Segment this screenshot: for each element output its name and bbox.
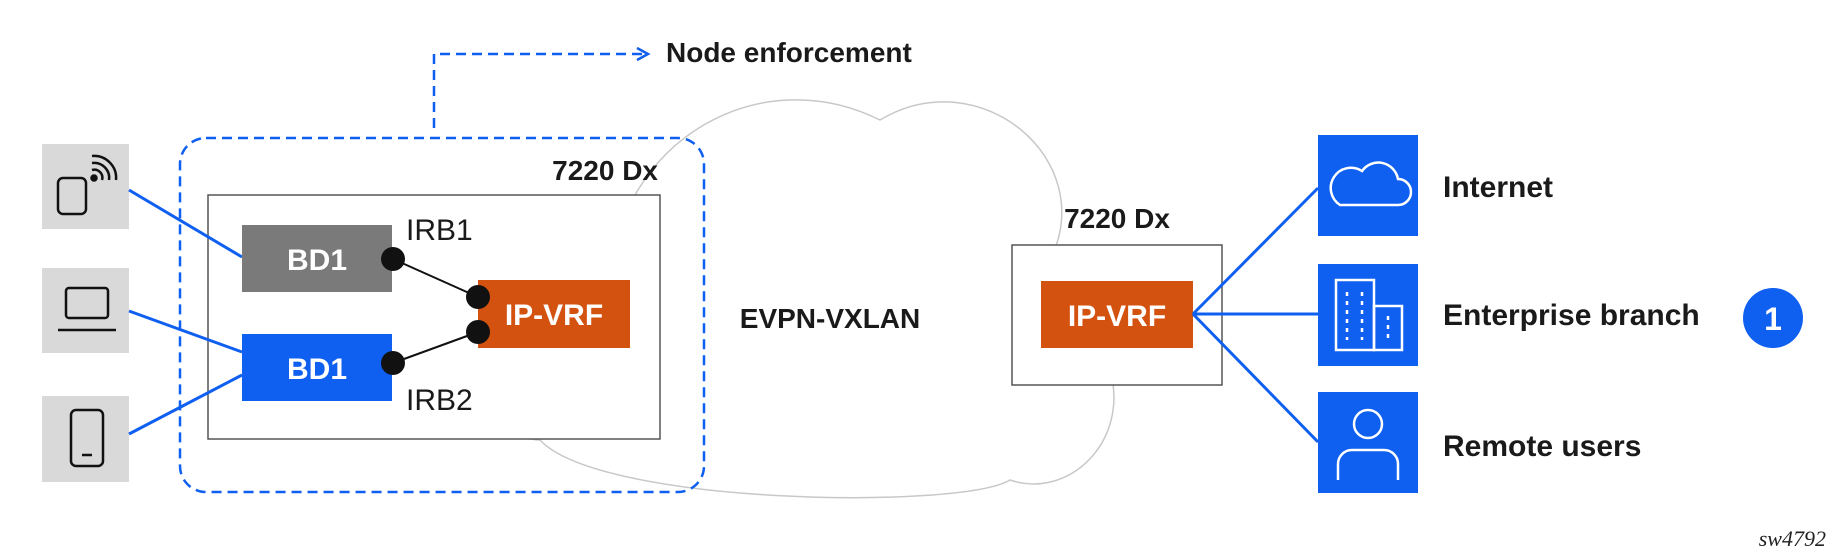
callout-badge-label: 1	[1764, 301, 1782, 337]
vrf-port-top	[466, 285, 490, 309]
laptop-icon	[58, 286, 116, 332]
client-laptop	[42, 268, 129, 353]
cloud-label: EVPN-VXLAN	[740, 303, 920, 334]
enforcement-boundary	[178, 136, 706, 494]
endpoint-remote-users	[1318, 392, 1418, 493]
bd-bottom-label: BD1	[287, 353, 347, 386]
irb2-label: IRB2	[406, 384, 473, 417]
left-vrf-box	[478, 280, 630, 348]
client-wireless	[42, 144, 129, 229]
endpoint-enterprise	[1318, 264, 1418, 366]
phone-icon	[69, 408, 105, 468]
endpoint-internet	[1318, 135, 1418, 236]
irb-links	[392, 258, 479, 364]
left-device-label: 7220 Dx	[552, 155, 658, 186]
client-links	[128, 188, 243, 436]
irb1-label: IRB1	[406, 214, 473, 247]
uplinks	[1191, 186, 1320, 444]
client-phone	[42, 396, 129, 482]
right-vrf-box	[1041, 281, 1193, 348]
callout-badge	[1743, 288, 1803, 348]
node-enforcement-label: Node enforcement	[666, 37, 912, 68]
right-vrf-label: IP-VRF	[1068, 300, 1166, 333]
left-vrf-label: IP-VRF	[505, 299, 603, 332]
user-icon	[1336, 408, 1400, 480]
node-enforcement-arrow	[432, 46, 651, 128]
irb2-port	[381, 351, 405, 375]
wireless-device-icon	[56, 154, 118, 216]
cloud-icon	[1329, 161, 1413, 207]
bd-top-label: BD1	[287, 244, 347, 277]
endpoint-enterprise-label: Enterprise branch	[1443, 299, 1700, 332]
endpoint-internet-label: Internet	[1443, 171, 1553, 204]
building-icon	[1334, 278, 1404, 352]
bd-bottom-box	[242, 334, 392, 401]
figure-id: sw4792	[1759, 526, 1826, 551]
right-device-label: 7220 Dx	[1064, 203, 1170, 234]
vrf-port-bottom	[466, 320, 490, 344]
bd-top-box	[242, 225, 392, 292]
irb1-port	[381, 247, 405, 271]
endpoint-remote-users-label: Remote users	[1443, 430, 1641, 463]
